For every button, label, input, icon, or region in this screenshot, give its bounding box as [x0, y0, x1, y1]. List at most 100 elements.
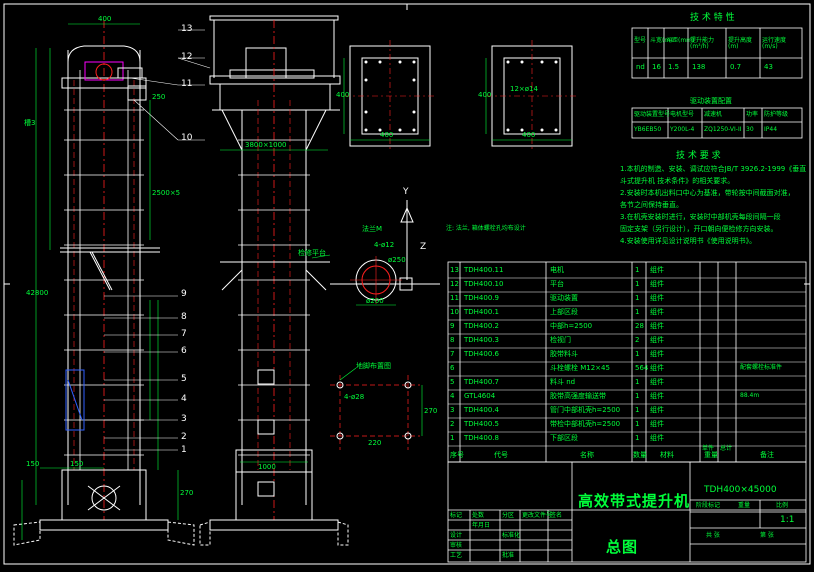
weight-label: 重量	[738, 502, 751, 509]
bom-cell-qty: 1	[635, 280, 640, 288]
part-number-9: 9	[181, 289, 187, 299]
bom-cell-code: TDH400.5	[464, 420, 499, 428]
bom-cell-code: TDH400.6	[464, 350, 499, 358]
bom-cell-qty: 1	[635, 294, 640, 302]
motor-value-cell: YB6EB50	[634, 126, 662, 133]
part-number-6: 6	[181, 346, 187, 356]
bom-header-cell: 代号	[494, 451, 508, 459]
plan2-note: 12×ø14	[510, 85, 538, 93]
requirement-line: 4.安装使用详见设计说明书《使用说明书》。	[620, 237, 757, 245]
title-label: 标记	[450, 512, 463, 519]
title-label: 审核	[450, 542, 463, 549]
bom-cell-name: 平台	[550, 280, 564, 288]
bom-cell-no: 6	[450, 364, 455, 372]
title-label: 签名	[550, 512, 563, 519]
bom-subheader-cell: 单件	[702, 445, 715, 452]
title-block	[447, 461, 807, 563]
tech-table	[631, 27, 803, 139]
part-number-13: 13	[181, 24, 193, 34]
dim-left: 150	[26, 460, 40, 468]
part-number-5: 5	[181, 374, 187, 384]
dim-top-width: 400	[98, 15, 112, 23]
title-label: 标准化	[502, 532, 521, 539]
title-label: 分区	[502, 512, 515, 519]
side-view	[199, 15, 349, 546]
foundation-layout	[330, 367, 423, 450]
bom-cell-no: 4	[450, 392, 455, 400]
bom-cell-mat: 组件	[650, 406, 664, 414]
bom-cell-name: 下部区段	[550, 434, 578, 442]
dim-width-span: 3800×1000	[245, 141, 287, 149]
bom-cell-note: 88.4m	[740, 392, 760, 399]
title-label: 更改文件号	[522, 512, 553, 519]
axis-z-label: Z	[420, 242, 427, 252]
requirement-line: 1.本机的制造、安装、调试应符合JB/T 3926.2-1999《垂直	[620, 165, 807, 173]
sheet-of: 第 张	[760, 532, 774, 539]
model-number: TDH400×45000	[704, 485, 777, 495]
bom-header-cell: 序号	[450, 451, 464, 459]
guard-label: 检修平台	[298, 249, 326, 257]
bom-cell-mat: 组件	[650, 336, 664, 344]
dim-vert-total: 42800	[26, 289, 49, 297]
bom-cell-code: TDH400.8	[464, 434, 499, 442]
bom-cell-note: 配套螺栓标准件	[740, 364, 783, 371]
part-number-4: 4	[181, 394, 187, 404]
plan-view-1	[343, 40, 436, 152]
small-note: 注: 法兰, 箱体螺栓孔均布设计	[446, 225, 526, 232]
motor-value-cell: IP44	[764, 126, 778, 133]
bom-cell-name: 胶带料斗	[550, 350, 578, 358]
bom-cell-no: 11	[450, 294, 459, 302]
bom-header-cell: 重量	[704, 451, 718, 459]
dim-right: 270	[180, 489, 194, 497]
part-number-2: 2	[181, 432, 187, 442]
dim-vert-main: 2500×5	[152, 189, 181, 197]
bom-cell-no: 5	[450, 378, 455, 386]
motor-header-cell: 驱动装置型号	[634, 111, 671, 118]
bom-cell-no: 2	[450, 420, 455, 428]
bom-cell-mat: 组件	[650, 294, 664, 302]
part-number-12: 12	[181, 52, 193, 62]
bom-cell-code: GTL4604	[464, 392, 496, 400]
scale-value: 1:1	[780, 515, 795, 525]
bom-cell-mat: 组件	[650, 350, 664, 358]
requirement-line: 固定支架（另行设计），开口朝向便检修方向安装。	[620, 225, 778, 233]
foundation-dim-2: 220	[368, 439, 382, 447]
part-number-7: 7	[181, 329, 187, 339]
title-label: 处数	[472, 512, 485, 519]
bom-subheader-cell: 总计	[720, 445, 733, 452]
axis-y-label: Y	[403, 187, 409, 197]
bom-cell-qty: 1	[635, 308, 640, 316]
motor-header-cell: 防护等级	[764, 111, 789, 118]
bom-cell-qty: 1	[635, 350, 640, 358]
bom-cell-qty: 1	[635, 266, 640, 274]
dim-bottom-left: 150	[70, 460, 84, 468]
bom-cell-mat: 组件	[650, 434, 664, 442]
circle-label: 法兰M	[362, 225, 383, 233]
stage-label: 阶段标记	[696, 502, 721, 509]
dim-plan1-h: 400	[336, 91, 350, 99]
bom-cell-code: TDH400.10	[464, 280, 504, 288]
bom-cell-mat: 组件	[650, 308, 664, 316]
tech-header-cell: 提升高度(m)	[728, 37, 753, 50]
bom-cell-no: 8	[450, 336, 455, 344]
circle-dim-1: 4-ø12	[374, 241, 395, 249]
bom-row-lines	[448, 277, 806, 447]
motor-header-cell: 减速机	[704, 111, 723, 118]
bom-cell-code: TDH400.1	[464, 308, 499, 316]
dim-plan2-h: 400	[478, 91, 492, 99]
bom-cell-mat: 组件	[650, 280, 664, 288]
requirements-title: 技 术 要 求	[676, 151, 721, 161]
bom-cell-no: 7	[450, 350, 455, 358]
product-name: 高效带式提升机	[578, 492, 691, 510]
dim-plan1-w: 400	[380, 131, 394, 139]
bom-cell-mat: 组件	[650, 378, 664, 386]
bom-cell-code: TDH400.2	[464, 322, 499, 330]
bom-cell-qty: 2	[635, 336, 640, 344]
motor-header-cell: 功率	[746, 111, 759, 118]
bom-cell-mat: 组件	[650, 322, 664, 330]
drawing-subtitle: 总图	[606, 538, 639, 556]
bom-cell-code: TDH400.4	[464, 406, 499, 414]
part-number-10: 10	[181, 133, 193, 143]
tech-value-cell: 138	[692, 63, 706, 71]
bom-cell-code: TDH400.3	[464, 336, 499, 344]
